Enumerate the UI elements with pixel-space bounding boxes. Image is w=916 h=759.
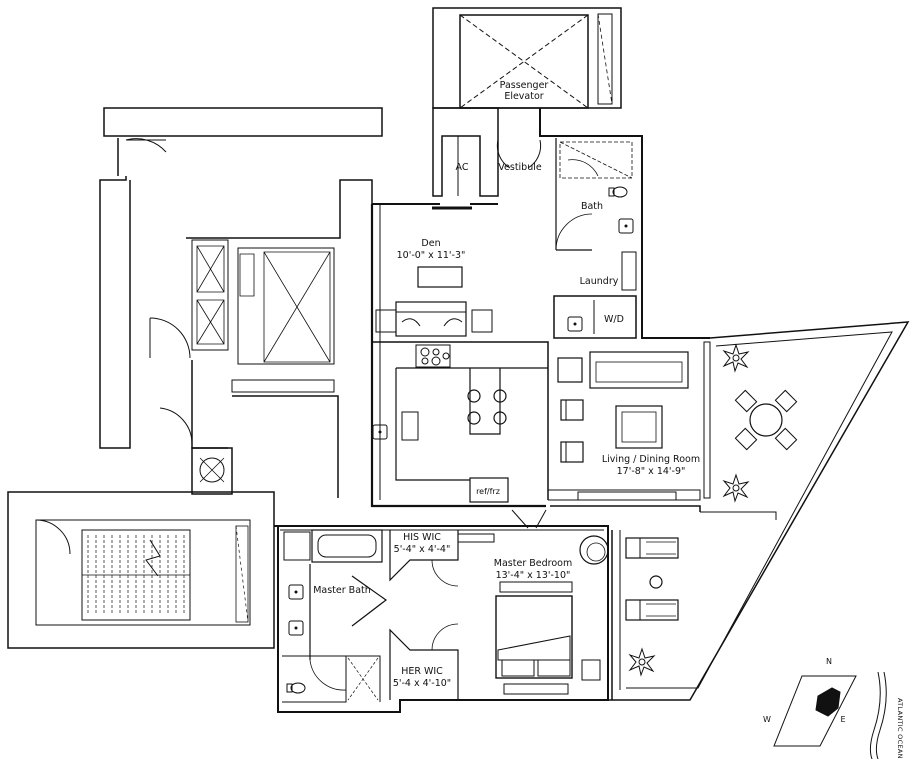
living-dining-label: Living / Dining Room — [602, 454, 700, 465]
his-wic-size: 5'-4" x 4'-4" — [394, 544, 451, 555]
her-wic-label: HER WIC — [401, 666, 443, 677]
living-dining-size: 17'-8" x 14'-9" — [617, 466, 686, 477]
master-bedroom-label: Master Bedroom — [494, 558, 572, 569]
vestibule-label: Vestibule — [498, 162, 542, 173]
ocean-label: ATLANTIC OCEAN — [896, 698, 904, 759]
master-bedroom-size: 13'-4" x 13'-10" — [496, 570, 571, 581]
east-label: E — [840, 715, 845, 724]
his-wic-label: HIS WIC — [403, 532, 441, 543]
west-label: W — [763, 715, 771, 724]
balcony-furniture — [625, 344, 798, 676]
passenger-elevator — [432, 7, 622, 109]
ac-label: AC — [456, 162, 469, 173]
bath-label: Bath — [581, 201, 603, 212]
laundry-label: Laundry — [580, 276, 619, 287]
fridge-label: ref/frz — [476, 487, 500, 496]
north-label: N — [826, 657, 832, 666]
stairwell — [7, 491, 275, 649]
master-bath-label: Master Bath — [313, 585, 371, 596]
elevator-label-2: Elevator — [504, 91, 543, 102]
elevator-label-1: Passenger — [500, 80, 549, 91]
washer-dryer-label: W/D — [604, 314, 624, 325]
her-wic-size: 5'-4 x 4'-10" — [393, 678, 451, 689]
key-map — [773, 671, 887, 759]
den-size: 10'-0" x 11'-3" — [397, 250, 466, 261]
den-label: Den — [421, 238, 440, 249]
